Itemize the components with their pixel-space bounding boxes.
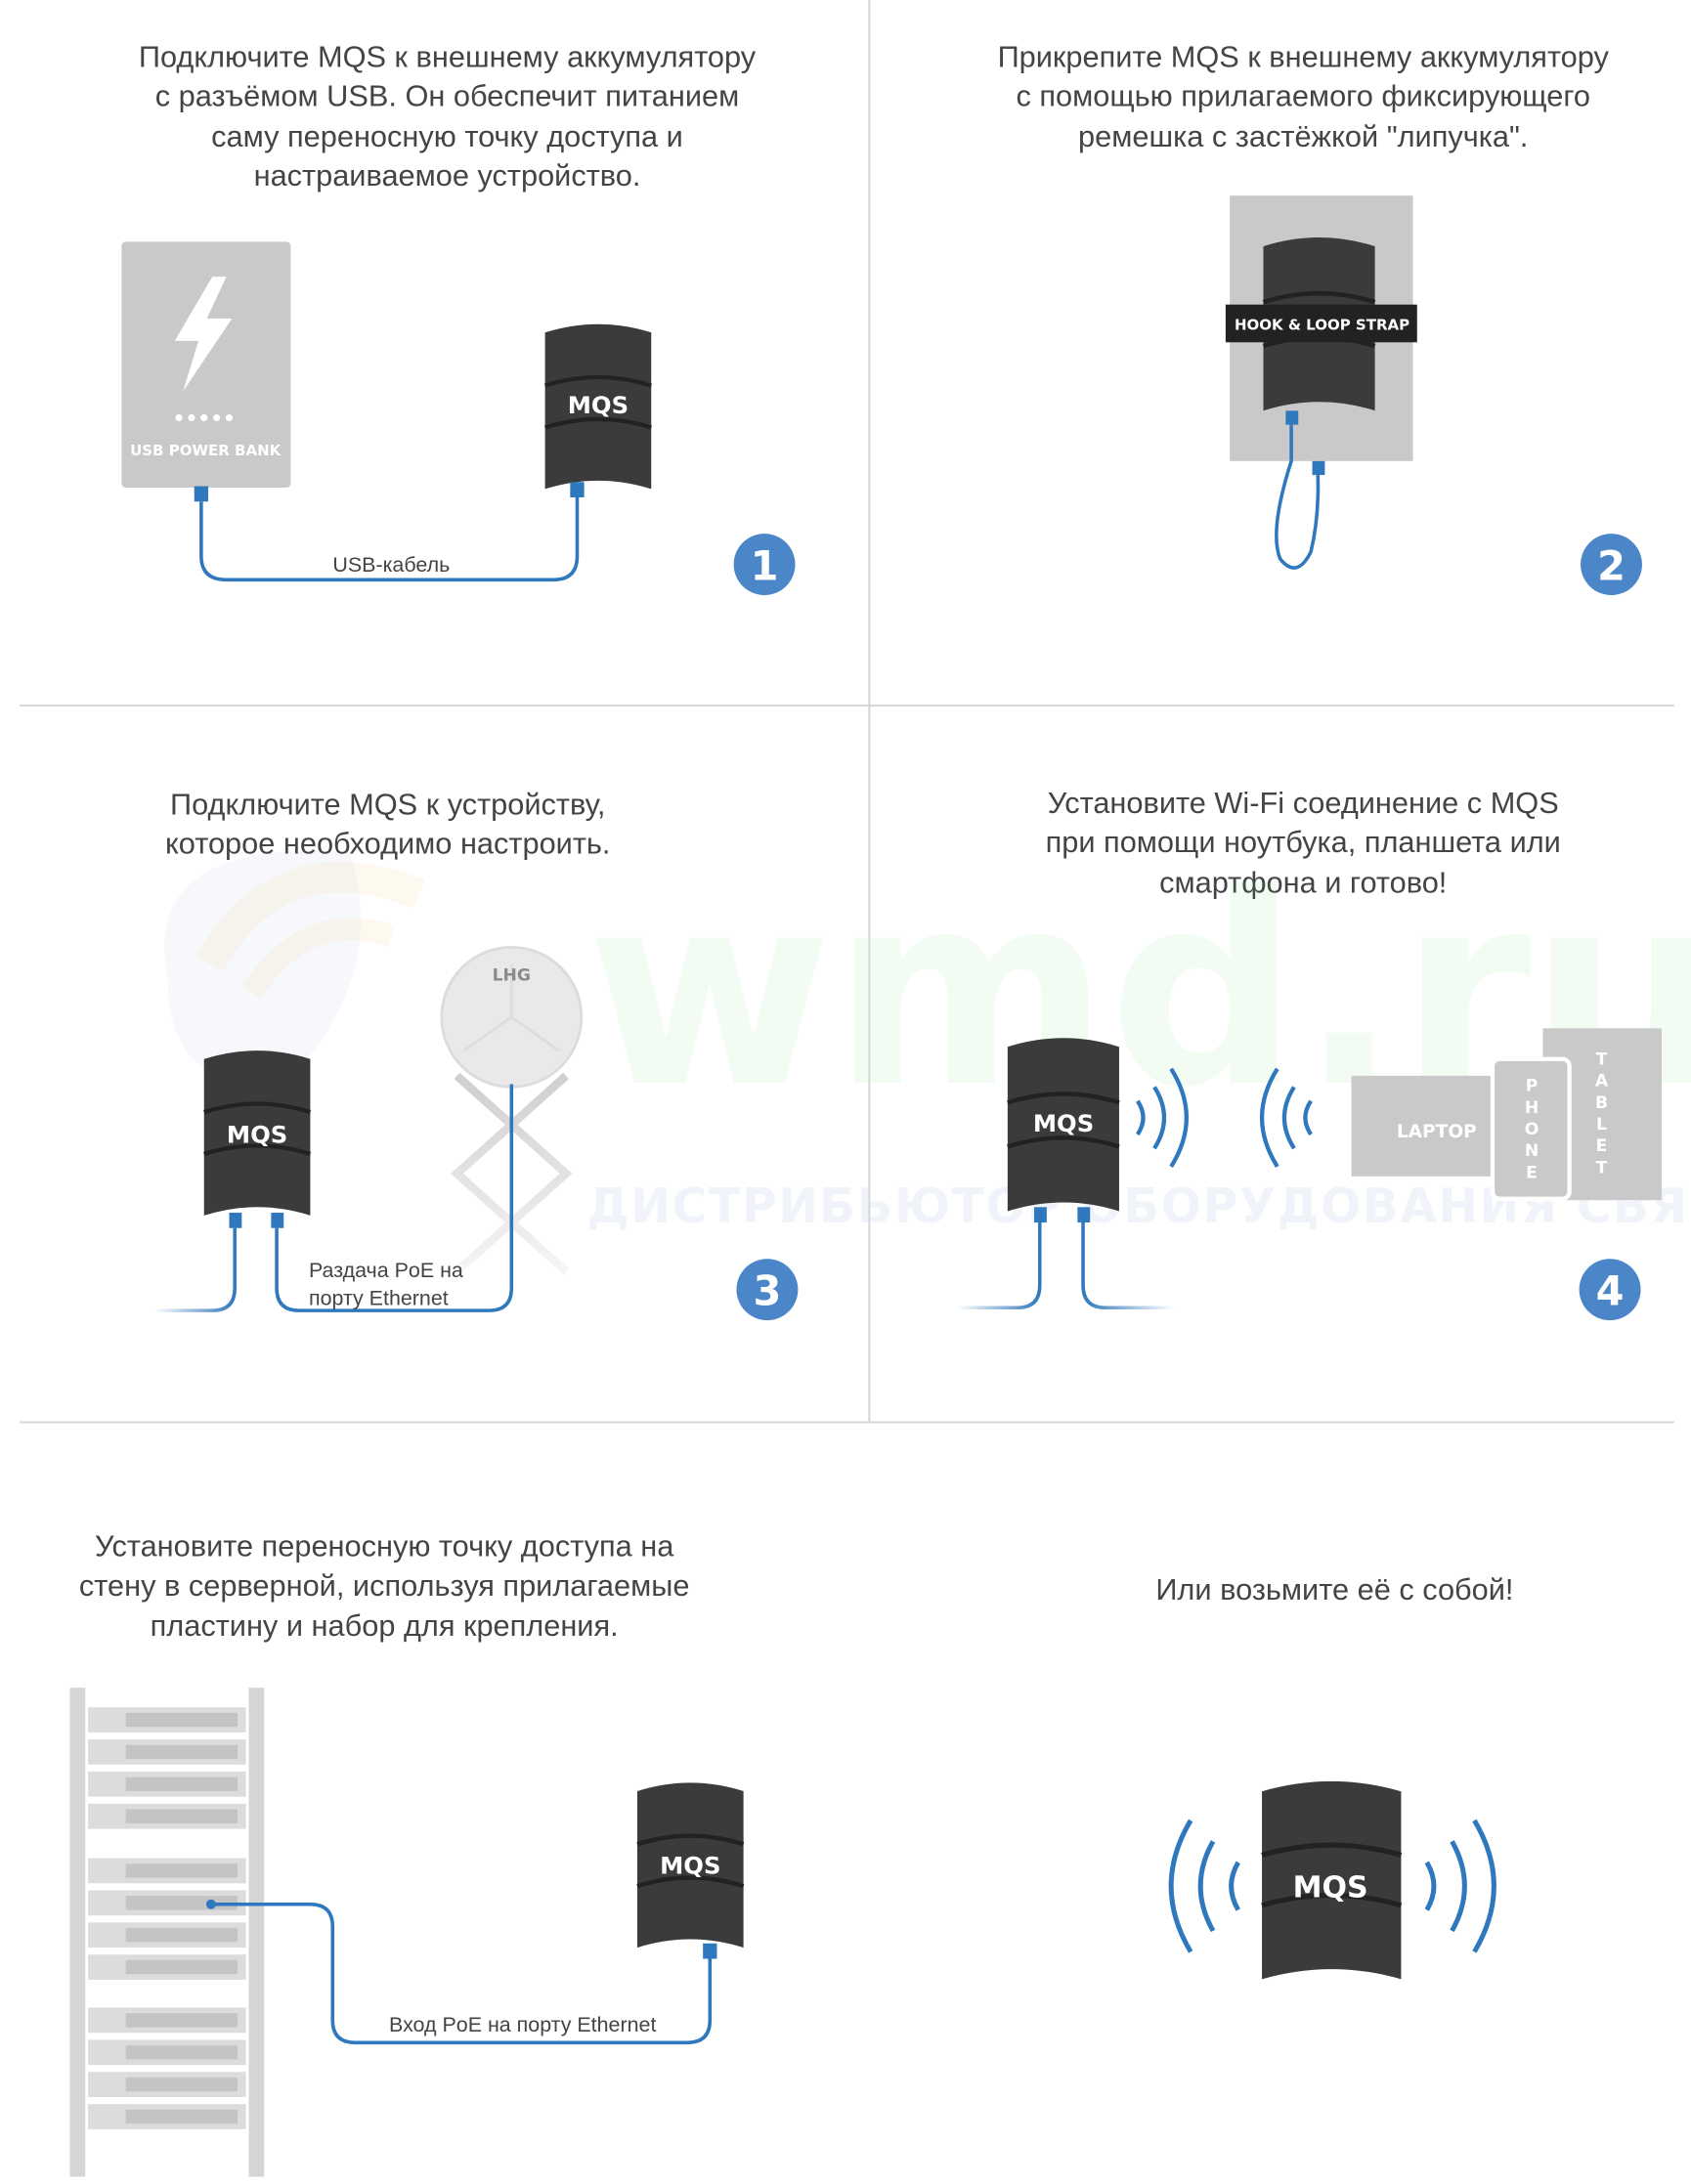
usb-connector [194,486,209,502]
ethernet-cable [957,1222,1042,1310]
lightning-icon [174,277,233,392]
panel5-caption: Установите переносную точку доступа на с… [78,1529,690,1644]
strap [1225,304,1417,343]
panel3-illustration: LHG MQS Раздача PoE на порту Ethernet 3 [153,945,799,1328]
panel1-caption: Подключите MQS к внешнему аккумулятору с… [138,40,757,193]
panel2-illustration: HOOK & LOOP STRAP 2 [1225,195,1642,596]
ethernet-connector [271,1213,284,1228]
ethernet-connector [1034,1207,1047,1223]
step-number: 1 [751,542,779,589]
rack-unit-panel [125,1777,238,1791]
rack-unit-panel [125,1928,238,1943]
step-badge-4 [1579,1259,1641,1321]
step-number: 3 [754,1267,782,1314]
wifi-waves-in-icon [1260,1067,1313,1168]
rack-rail-right [248,1688,265,2177]
wifi-waves-left-icon [1168,1819,1240,1953]
step-badge-2 [1581,534,1642,596]
wifi-waves-out-icon [1135,1067,1189,1168]
ethernet-connector [703,1943,717,1959]
usb-connector [1312,460,1325,476]
usb-cable [199,496,580,582]
charge-dots [175,413,234,422]
rack-unit-panel [125,1959,238,1975]
rack-unit-panel [125,2045,238,2060]
usb-cable-label: USB-кабель [332,553,450,577]
step-number: 4 [1596,1267,1625,1314]
rack-unit-panel [125,2077,238,2092]
ethernet-cable-poe [275,1084,514,1312]
poe-in-label: Вход PoE на порту Ethernet [389,2013,656,2036]
antenna-label: LHG [493,966,531,986]
rack-unit-panel [125,2109,238,2124]
ethernet-cable [210,1902,713,2045]
panel3-caption: Подключите MQS к устройству, которое нео… [165,788,611,862]
usb-connector [570,482,585,497]
panel1-illustration: USB POWER BANK MQS USB-кабель 1 [121,241,796,596]
ethernet-connector [229,1213,242,1228]
rack-unit-panel [125,1809,238,1823]
poe-label-line2: порту Ethernet [309,1286,449,1309]
panel6-caption: Или возьмите её с собой! [1155,1572,1514,1607]
ethernet-connector [1077,1207,1091,1223]
mqs-device-label: MQS [1033,1109,1094,1137]
strap-label: HOOK & LOOP STRAP [1235,316,1409,333]
server-rack [88,1707,246,2129]
phone [1490,1056,1572,1201]
wifi-waves-right-icon [1424,1819,1496,1953]
power-bank [121,241,291,488]
rack-unit-panel [125,1863,238,1878]
step-number: 2 [1597,542,1626,589]
usb-connector [1285,410,1299,425]
rack-unit-panel [125,2013,238,2028]
mqs-device-label: MQS [227,1121,287,1149]
powerbank-label: USB POWER BANK [130,442,282,459]
rack-unit-panel [125,1744,238,1760]
panel5-illustration: MQS Вход PoE на порту Ethernet [69,1688,743,2177]
laptop-label: LAPTOP [1397,1122,1477,1142]
panel4-caption: Установите Wi-Fi соединение с MQS при по… [1045,786,1561,900]
panel6-illustration: MQS [1168,1781,1496,1979]
laptop [1351,1075,1505,1177]
ethernet-cable [1081,1222,1174,1310]
step-badge-1 [733,534,796,596]
panel2-caption: Прикрепите MQS к внешнему аккумулятору с… [997,40,1609,154]
poe-label-line1: Раздача PoE на [309,1259,463,1282]
mqs-device-label: MQS [1293,1871,1368,1906]
mqs-device-label: MQS [660,1851,720,1879]
usb-cable [1275,424,1321,570]
mqs-device-label: MQS [568,391,629,419]
ethernet-cable-in [153,1227,237,1312]
rack-rail-left [69,1688,86,2177]
tower [451,1048,573,1328]
step-badge-3 [736,1259,799,1321]
rack-unit-panel [125,1712,238,1728]
